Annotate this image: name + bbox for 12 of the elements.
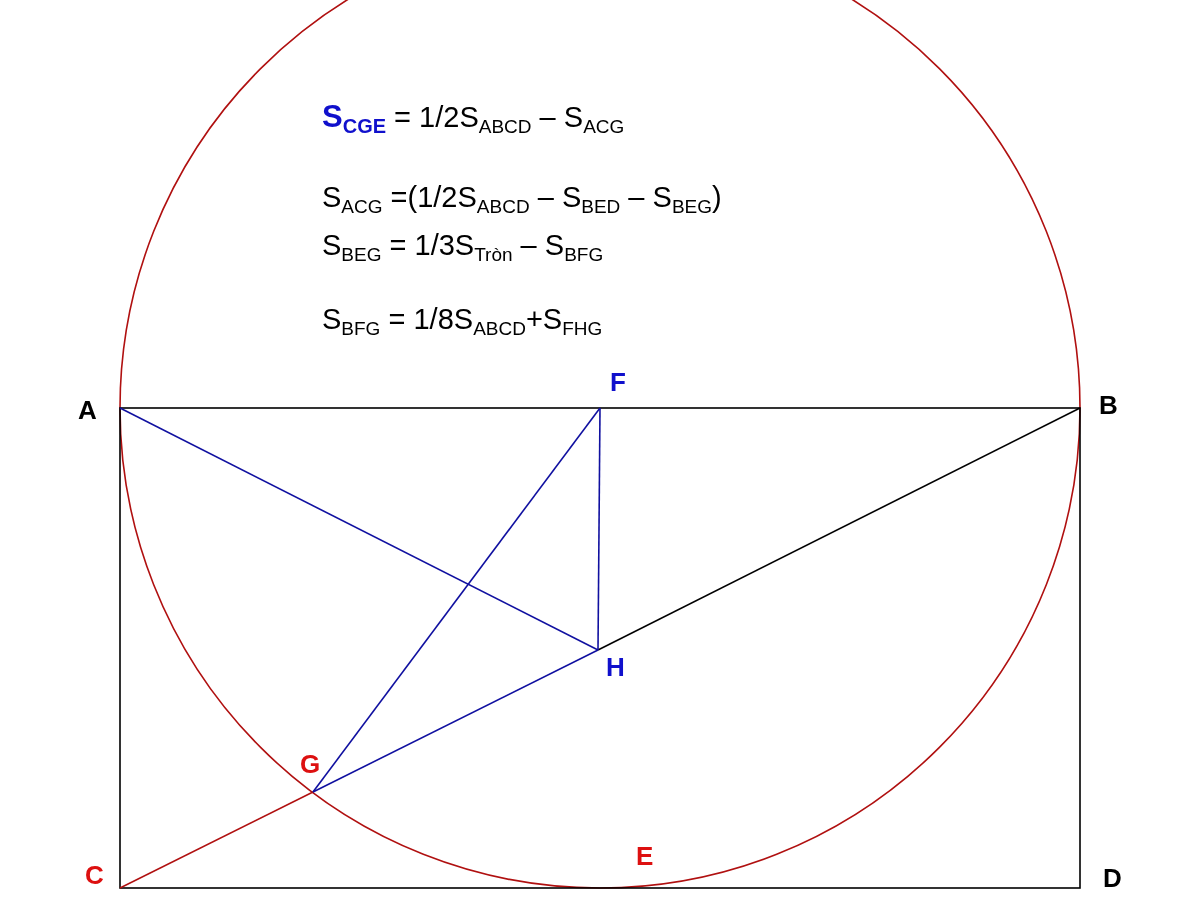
point-label: A xyxy=(78,396,97,424)
point-label: C xyxy=(85,861,104,889)
point-label: G xyxy=(300,750,321,778)
area-formula: S$_{BFG}$ = 1/8S$_{ABCD}$+S$_{FHG}$ xyxy=(322,302,603,336)
point-label: B xyxy=(1099,391,1118,419)
point-label: D xyxy=(1103,864,1122,892)
area-formula: S$_{ACG}$ =(1/2S$_{ABCD}$ – S$_{BED}$ – S$_{BEG}$) xyxy=(322,180,722,214)
area-formula: S$_{CGE}$ = 1/2S$_{ABCD}$ – S$_{ACG}$ xyxy=(322,100,625,134)
point-label: E xyxy=(636,842,654,870)
area-formula: S$_{BEG}$ = 1/3S$_{Tròn}$ – S$_{BFG}$ xyxy=(322,228,604,262)
point-label: H xyxy=(606,653,625,681)
point-label: F xyxy=(610,368,626,396)
